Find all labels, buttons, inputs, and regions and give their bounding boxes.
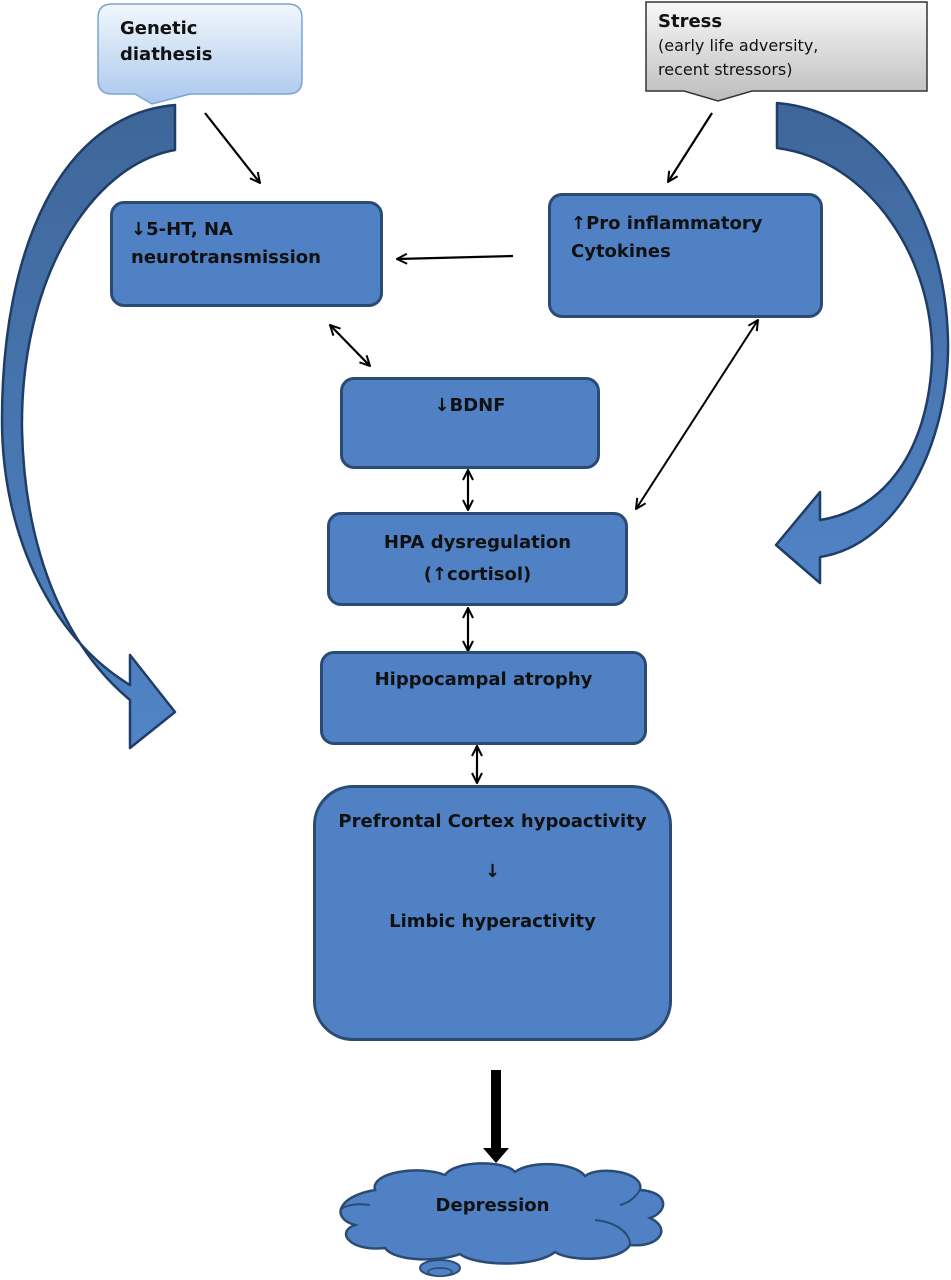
prefrontal-line1: Prefrontal Cortex hypoactivity xyxy=(338,811,647,832)
node-cytokines: ↑Pro inflammatory Cytokines xyxy=(548,193,823,318)
depression-label: Depression xyxy=(435,1195,550,1216)
genetic-callout xyxy=(97,3,303,105)
down-arrow-icon: ↓ xyxy=(484,861,501,882)
hpa-line1: HPA dysregulation xyxy=(383,532,572,553)
node-neurotransmission: ↓5-HT, NA neurotransmission xyxy=(110,201,383,307)
stress-subtitle-line1: (early life adversity, xyxy=(658,36,819,55)
neurotransmission-line2: neurotransmission xyxy=(131,247,321,268)
edge-neurotransmission-bdnf xyxy=(330,325,370,366)
hippocampal-label: Hippocampal atrophy xyxy=(374,669,593,690)
depression-cloud xyxy=(339,1162,665,1277)
node-prefrontal: Prefrontal Cortex hypoactivity ↓ Limbic … xyxy=(313,785,672,1041)
stress-subtitle-line2: recent stressors) xyxy=(658,60,793,79)
stress-callout-label: Stress (early life adversity, recent str… xyxy=(658,10,818,82)
curved-arrow-stress xyxy=(774,101,950,585)
neurotransmission-line1: ↓5-HT, NA xyxy=(131,219,233,240)
node-bdnf: ↓BDNF xyxy=(340,377,600,469)
cytokines-line1: ↑Pro inflammatory xyxy=(571,213,763,234)
genetic-title-line2: diathesis xyxy=(120,44,213,65)
edge-stress-to-cytokines xyxy=(668,112,713,182)
edge-genetic-to-neurotransmission xyxy=(204,112,260,183)
node-hpa: HPA dysregulation (↑cortisol) xyxy=(327,512,628,606)
edge-prefrontal-to-depression xyxy=(483,1070,509,1163)
curved-arrow-genetic xyxy=(0,103,177,750)
stress-callout xyxy=(645,1,928,102)
edge-cytokines-to-neurotransmission xyxy=(397,256,514,259)
stress-title: Stress xyxy=(658,11,723,32)
prefrontal-line2: Limbic hyperactivity xyxy=(389,911,596,932)
cytokines-line2: Cytokines xyxy=(571,241,671,262)
edge-cytokines-hpa xyxy=(636,320,758,509)
hpa-line2: (↑cortisol) xyxy=(423,564,532,585)
bdnf-label: ↓BDNF xyxy=(434,395,506,416)
genetic-callout-label: Genetic diathesis xyxy=(120,16,212,68)
node-hippocampal: Hippocampal atrophy xyxy=(320,651,647,745)
genetic-title: Genetic xyxy=(120,18,198,39)
